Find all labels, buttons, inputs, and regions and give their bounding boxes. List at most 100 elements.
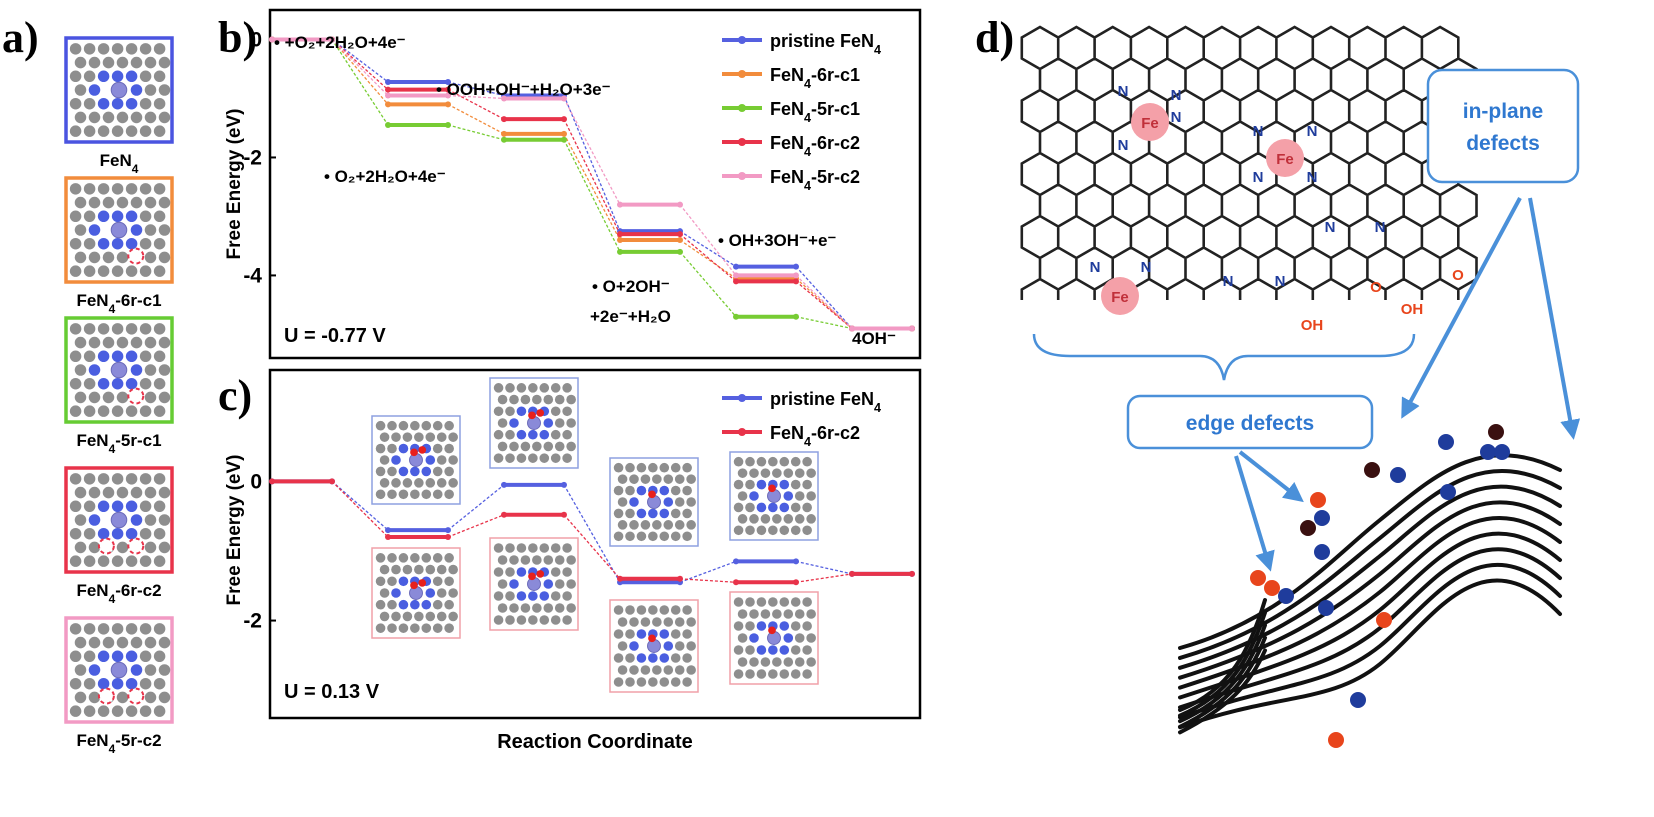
edge-atom	[1278, 588, 1294, 604]
atom	[432, 623, 443, 633]
atom	[543, 441, 554, 452]
atom	[539, 383, 550, 393]
atom	[111, 473, 124, 485]
atom	[139, 183, 152, 195]
atom	[652, 665, 662, 675]
level-point	[501, 511, 507, 518]
atom	[779, 645, 790, 655]
fe-label: Fe	[1111, 289, 1129, 306]
atom	[516, 615, 527, 625]
atom	[125, 677, 138, 690]
atom	[436, 611, 447, 622]
atom	[629, 520, 639, 530]
oxygen-atom	[418, 579, 427, 587]
atom	[153, 350, 166, 363]
level-point	[501, 481, 507, 488]
o-label: O	[1452, 267, 1464, 284]
atom	[670, 508, 681, 519]
atom	[686, 497, 696, 507]
atom	[790, 525, 801, 536]
atom	[410, 489, 420, 500]
atom	[69, 473, 82, 485]
atom	[69, 405, 82, 417]
vacancy-marker	[127, 387, 145, 405]
connector	[331, 39, 389, 126]
atom	[520, 603, 531, 613]
edge-atom	[1264, 580, 1280, 596]
structure-thumbnail	[64, 616, 174, 724]
atom	[629, 474, 639, 484]
atom	[398, 623, 409, 633]
atom	[139, 473, 152, 485]
atom	[83, 377, 96, 390]
atom	[425, 432, 436, 442]
atom	[613, 531, 624, 542]
edge-atom	[1314, 544, 1330, 560]
atom	[111, 500, 124, 513]
atom	[379, 611, 390, 622]
atom	[111, 650, 124, 663]
atom	[663, 617, 674, 627]
level-point	[385, 86, 391, 93]
atom	[97, 210, 110, 223]
edge-atom	[1250, 570, 1266, 586]
carbon-layer-short	[1178, 598, 1267, 712]
connector	[679, 230, 737, 268]
atom	[768, 597, 778, 607]
atom	[444, 443, 454, 454]
atom	[550, 406, 561, 417]
atom	[794, 514, 805, 524]
atom	[83, 70, 96, 83]
atom	[652, 474, 662, 484]
atom	[83, 555, 96, 567]
atom	[659, 605, 670, 615]
structure-label: FeN4-6r-c2	[76, 581, 161, 606]
atom	[83, 237, 96, 250]
atom	[539, 615, 550, 625]
atom	[682, 462, 692, 473]
atom	[636, 629, 647, 639]
atom	[88, 196, 101, 209]
atom	[111, 125, 124, 137]
atom	[562, 383, 572, 393]
n-label: N	[1307, 123, 1318, 140]
atom	[69, 555, 82, 567]
atom	[111, 210, 124, 223]
atom	[74, 336, 87, 349]
fe-atom	[110, 81, 128, 99]
atom	[566, 603, 576, 613]
atom	[398, 553, 409, 563]
atom	[69, 527, 82, 540]
atom	[414, 478, 424, 488]
connector	[795, 316, 853, 330]
level-point	[385, 101, 391, 108]
atom	[375, 599, 386, 610]
atom	[562, 453, 572, 463]
atom	[111, 237, 124, 250]
legend-label: pristine FeN4	[770, 389, 881, 415]
atom	[116, 56, 129, 69]
legend-label: FeN4-6r-c1	[770, 65, 860, 91]
atom	[144, 514, 157, 526]
atom	[391, 455, 401, 465]
atom	[528, 453, 538, 463]
atom	[410, 466, 420, 477]
atom	[794, 657, 805, 667]
atom	[648, 508, 658, 519]
structure-thumbnail	[64, 36, 174, 144]
oh-label: OH	[1301, 317, 1324, 334]
atom	[375, 420, 386, 431]
atom	[497, 603, 508, 613]
carbon-layer-short	[1178, 610, 1267, 718]
atom	[375, 576, 386, 587]
atom	[617, 497, 628, 507]
atom	[158, 364, 171, 376]
level-point	[733, 272, 739, 279]
panel-c-frame	[268, 368, 922, 720]
atom	[158, 514, 171, 526]
connector	[563, 95, 621, 232]
atom	[783, 468, 794, 478]
atom	[74, 541, 87, 554]
panel-b-y-axis: 0-2-4	[243, 28, 276, 287]
atom	[111, 677, 124, 690]
